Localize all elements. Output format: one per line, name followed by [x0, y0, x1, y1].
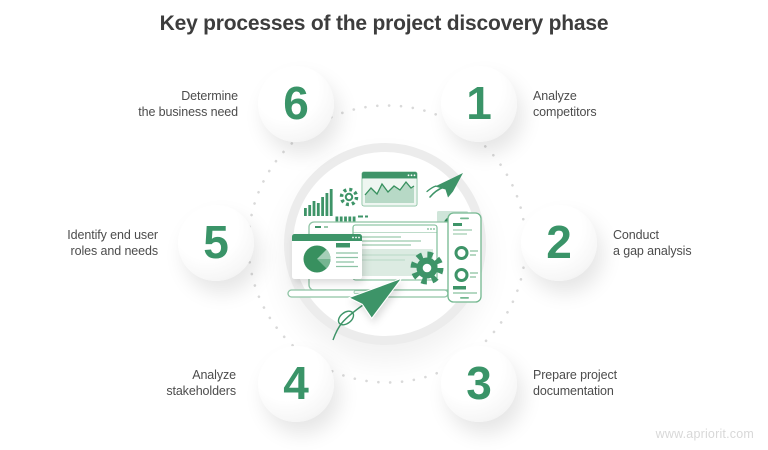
step-2-number: 2: [546, 216, 572, 268]
step-6-number: 6: [283, 77, 309, 129]
step-6-label-line1: Determine: [181, 89, 238, 103]
step-4-circle: 4: [258, 346, 334, 422]
smartphone-icon: [447, 212, 482, 303]
cursor-arrow-icon: [332, 277, 404, 341]
step-2-label: Conduct a gap analysis: [613, 228, 763, 259]
step-1-label-line2: competitors: [533, 104, 597, 119]
step-6-label-line2: the business need: [138, 104, 238, 119]
area-chart-window: [361, 171, 418, 207]
step-3-circle: 3: [441, 346, 517, 422]
step-4-number: 4: [283, 357, 309, 409]
step-1-number: 1: [466, 77, 492, 129]
step-6-circle: 6: [258, 66, 334, 142]
step-3-label: Prepare project documentation: [533, 368, 683, 399]
step-6-label: Determine the business need: [88, 89, 238, 120]
step-3-number: 3: [466, 357, 492, 409]
step-2-circle: 2: [521, 205, 597, 281]
step-4-label: Analyze stakeholders: [86, 368, 236, 399]
step-5-circle: 5: [178, 205, 254, 281]
step-5-label-line2: roles and needs: [70, 243, 159, 258]
step-1-circle: 1: [441, 66, 517, 142]
gear-outline-icon: [339, 187, 359, 207]
pie-chart-card: [292, 234, 362, 279]
step-5-number: 5: [203, 216, 229, 268]
step-2-label-line2: a gap analysis: [613, 243, 692, 258]
step-3-label-line1: Prepare project: [533, 368, 617, 382]
step-2-label-line1: Conduct: [613, 228, 659, 242]
step-4-label-line1: Analyze: [192, 368, 236, 382]
step-4-label-line2: stakeholders: [166, 383, 236, 398]
step-3-label-line2: documentation: [533, 383, 614, 398]
step-5-label-line1: Identify end user: [67, 228, 158, 242]
waterfall-chart-icon: [304, 189, 368, 231]
step-1-label: Analyze competitors: [533, 89, 683, 120]
gear-icon: [410, 251, 444, 285]
step-5-label: Identify end user roles and needs: [8, 228, 158, 259]
paper-plane-icon: [426, 173, 463, 198]
page-title: Key processes of the project discovery p…: [159, 12, 609, 35]
step-1-label-line1: Analyze: [533, 89, 577, 103]
discovery-illustration: [287, 171, 482, 341]
site-watermark: www.apriorit.com: [655, 427, 754, 441]
